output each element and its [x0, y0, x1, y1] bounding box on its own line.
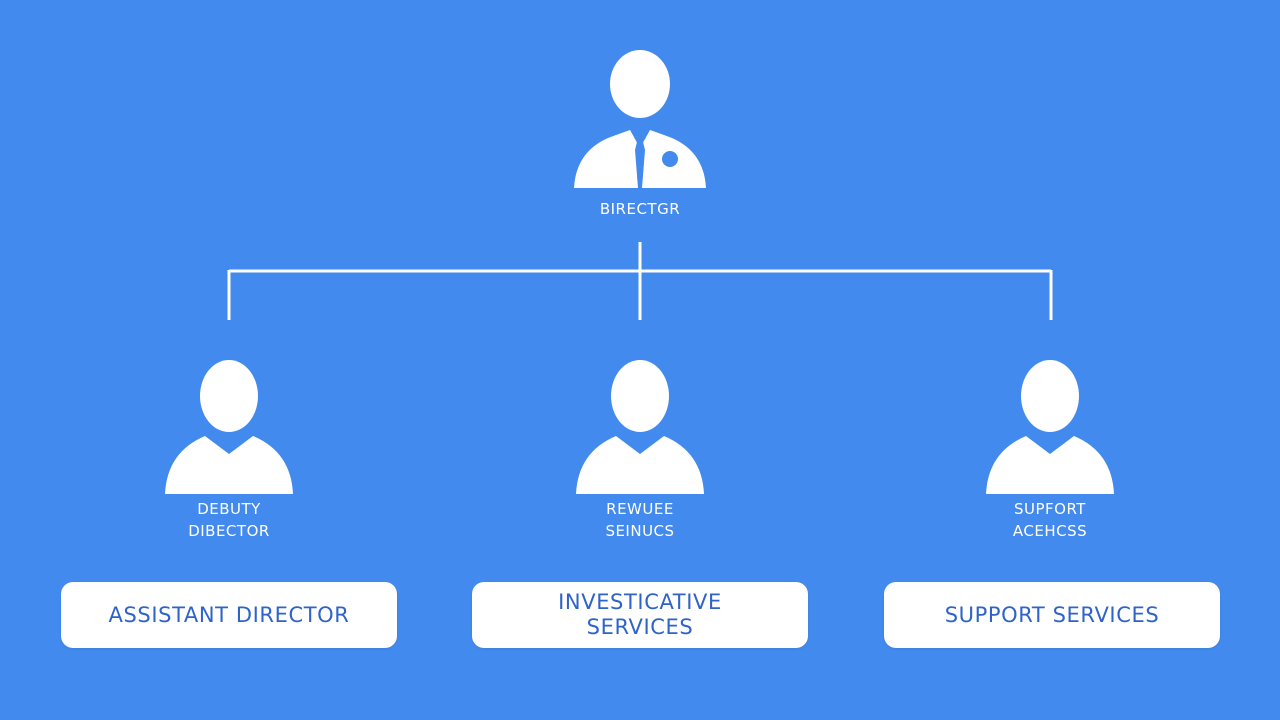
person-with-tie-icon — [574, 50, 706, 188]
child-node-deputy: DEBUTY DIBECTOR — [149, 358, 309, 542]
child-node-investigative: REWUEE SEINUCS — [560, 358, 720, 542]
box-text-line-1: SUPPORT SERVICES — [944, 602, 1160, 627]
child-label-line-2: DIBECTOR — [188, 522, 270, 540]
person-icon — [986, 360, 1114, 494]
person-icon — [576, 360, 704, 494]
top-node-label: BIRECTGR — [599, 200, 681, 218]
box-investigative-services: INVESTICATIVE SERVICES — [472, 582, 808, 648]
child-node-support: SUPFORT ACEHCSS — [970, 358, 1130, 542]
top-node: BIRECTGR — [560, 48, 720, 220]
child-label-line-1: SUPFORT — [1014, 500, 1086, 518]
box-text-line-1: INVESTICATIVE — [558, 590, 722, 614]
box-support-services: SUPPORT SERVICES — [884, 582, 1220, 648]
child-label-line-1: REWUEE — [606, 500, 674, 518]
box-assistant-director: ASSISTANT DIRECTOR — [61, 582, 397, 648]
box-text-line-2: SERVICES — [586, 615, 694, 639]
child-label-line-2: ACEHCSS — [1012, 522, 1088, 540]
person-icon — [165, 360, 293, 494]
child-label-line-1: DEBUTY — [197, 500, 261, 518]
child-label-line-2: SEINUCS — [605, 522, 675, 540]
box-text-line-1: ASSISTANT DIRECTOR — [108, 602, 350, 627]
